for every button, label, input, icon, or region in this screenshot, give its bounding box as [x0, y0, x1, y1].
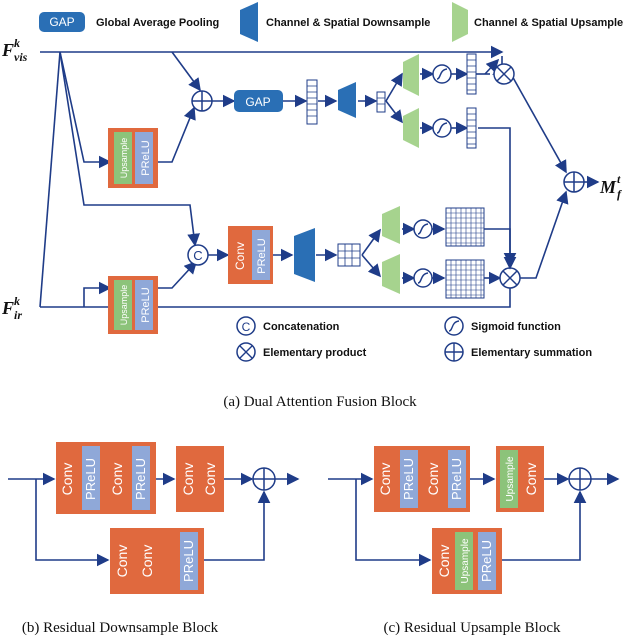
ir-main: F — [1, 298, 14, 318]
feature-vector-4 — [466, 107, 477, 149]
ir-sub: ir — [14, 308, 22, 322]
c-conv-4: Conv — [436, 545, 452, 578]
feature-vector-3 — [466, 53, 477, 95]
upsample-shape-1 — [403, 54, 419, 96]
residual-downsample-block: Conv PReLU Conv PReLU Conv Conv Conv Con… — [8, 442, 300, 594]
c-prelu-3: PReLU — [479, 540, 494, 582]
op-legend: C Concatenation Elementary product Sigmo… — [236, 316, 592, 362]
c-upsample-2: Upsample — [460, 538, 471, 583]
upsample-shape-2 — [403, 108, 419, 148]
feature-vector-2 — [376, 91, 386, 113]
b-conv-3: Conv — [180, 463, 196, 496]
vis-main: F — [1, 40, 14, 60]
legend-concat-label: Concatenation — [263, 321, 340, 333]
legend-sigmoid-label: Sigmoid function — [471, 321, 561, 333]
legend: GAP Global Average Pooling Channel & Spa… — [39, 2, 623, 42]
sigmoid-icon-3 — [413, 219, 433, 239]
c-conv-1: Conv — [377, 463, 393, 496]
b-conv-4: Conv — [202, 463, 218, 496]
c-prelu-1: PReLU — [401, 458, 416, 500]
concat-op: C — [187, 244, 209, 266]
sigmoid-icon-4 — [413, 268, 433, 288]
feature-vector-1 — [306, 79, 318, 125]
legend-sigmoid-icon — [444, 316, 464, 336]
vis-upsample-text: Upsample — [119, 138, 129, 179]
downsample-shape-2 — [294, 228, 315, 282]
legend-downsample-label: Channel & Spatial Downsample — [266, 17, 430, 29]
residual-upsample-block: Conv PReLU Conv PReLU Upsample Conv Conv… — [328, 446, 620, 594]
top-sum-op — [191, 90, 213, 112]
b-prelu-3: PReLU — [181, 540, 196, 582]
upsample-shape-4 — [382, 254, 400, 294]
b-conv-6: Conv — [139, 545, 155, 578]
gap-block-text: GAP — [245, 95, 270, 109]
upsample-shape-3 — [382, 206, 400, 244]
out-main: M — [599, 177, 617, 197]
vis-prelu-text: PReLU — [140, 140, 152, 176]
legend-concat-symbol: C — [242, 320, 251, 334]
out-sub: f — [617, 187, 622, 201]
sigmoid-icon-1 — [432, 64, 452, 84]
legend-sum-label: Elementary summation — [471, 347, 592, 359]
caption-b: (b) Residual Downsample Block — [22, 620, 219, 636]
legend-gap-label: Global Average Pooling — [96, 17, 219, 29]
legend-gap-chip — [39, 12, 85, 32]
legend-upsample-shape — [452, 2, 468, 42]
ir-upsample-text: Upsample — [119, 285, 129, 326]
downsample-shape-1 — [338, 82, 356, 118]
large-grid-2 — [445, 259, 485, 299]
vis-upsample-prelu-block: Upsample PReLU — [108, 128, 158, 188]
prelu-a-text: PReLU — [256, 238, 268, 274]
wires-a — [39, 45, 600, 308]
legend-downsample-shape — [240, 2, 258, 42]
b-conv-5: Conv — [114, 545, 130, 578]
b-prelu-1: PReLU — [83, 458, 98, 500]
final-sum-op — [563, 171, 585, 193]
input-ir-label: F k ir — [1, 294, 22, 322]
small-grid — [337, 243, 361, 267]
c-conv-3: Conv — [523, 463, 539, 496]
large-grid-1 — [445, 207, 485, 247]
c-conv-2: Conv — [425, 463, 441, 496]
top-product-op — [493, 63, 515, 85]
ir-upsample-prelu-block: Upsample PReLU — [108, 276, 158, 334]
conv-prelu-block-a: Conv PReLU — [228, 226, 273, 284]
output-label: M t f — [599, 172, 622, 201]
caption-c: (c) Residual Upsample Block — [383, 620, 561, 636]
gap-block: GAP — [234, 90, 283, 112]
legend-concat-icon — [236, 316, 256, 336]
b-conv-2: Conv — [109, 463, 125, 496]
ir-prelu-text: PReLU — [140, 287, 152, 323]
legend-product-label: Elementary product — [263, 347, 367, 359]
concat-op-text: C — [193, 248, 202, 263]
caption-a: (a) Dual Attention Fusion Block — [223, 394, 417, 410]
legend-upsample-label: Channel & Spatial Upsample — [474, 17, 623, 29]
bottom-product-op — [499, 267, 521, 289]
vis-sup: k — [14, 36, 20, 50]
ir-sup: k — [14, 294, 20, 308]
conv-a-text: Conv — [233, 242, 247, 270]
vis-sub: vis — [14, 50, 28, 64]
b-conv-1: Conv — [59, 463, 75, 496]
out-sup: t — [617, 172, 621, 186]
c-prelu-2: PReLU — [449, 458, 464, 500]
c-upsample-1: Upsample — [505, 456, 516, 501]
b-prelu-2: PReLU — [133, 458, 148, 500]
sigmoid-icon-2 — [432, 118, 452, 138]
legend-gap-chip-text: GAP — [49, 15, 74, 29]
input-vis-label: F k vis — [1, 36, 28, 64]
